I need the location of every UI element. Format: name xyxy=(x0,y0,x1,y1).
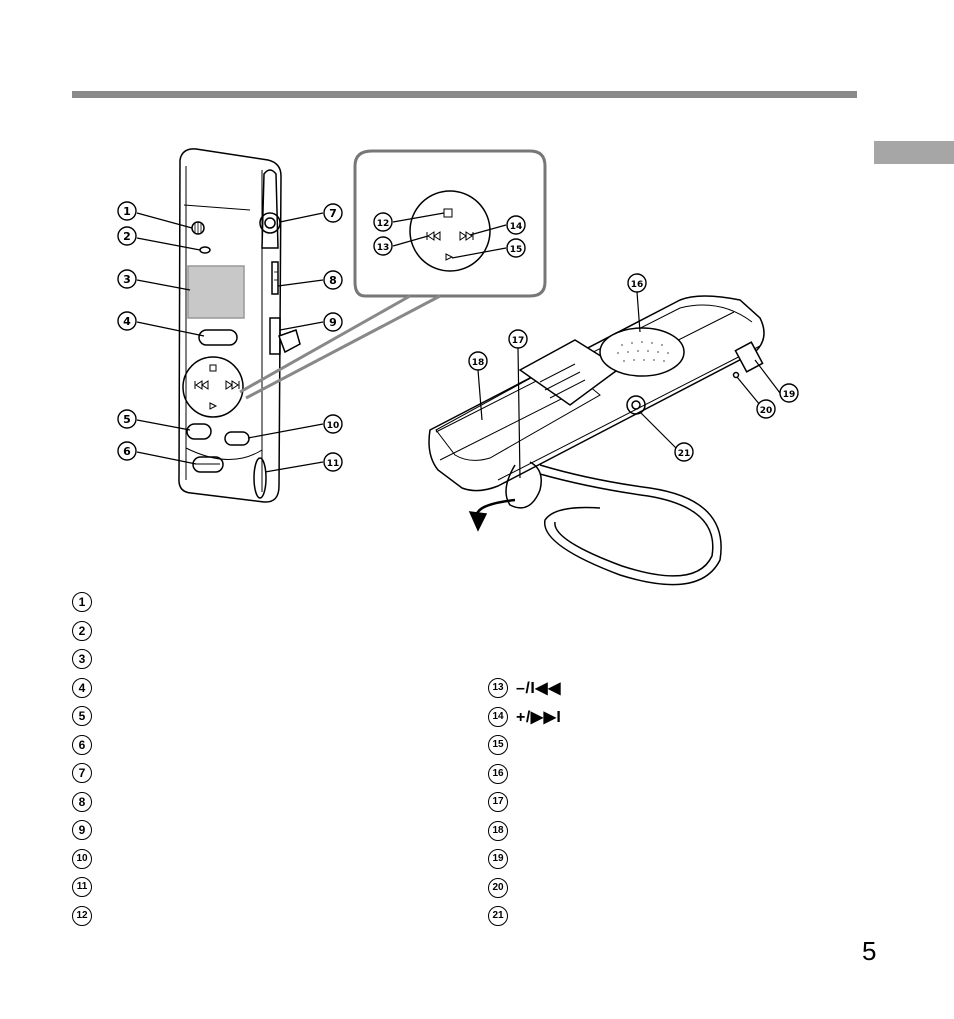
legend-number: 1 xyxy=(72,592,92,613)
callout-4: 4 xyxy=(123,315,131,328)
legend-item-21: 21 xyxy=(488,902,561,931)
legend-number: 12 xyxy=(72,905,92,926)
legend-number: 19 xyxy=(488,849,508,870)
legend-number: 16 xyxy=(488,763,508,784)
callout-8: 8 xyxy=(329,274,337,287)
callout-16: 16 xyxy=(631,280,644,290)
leader-lines xyxy=(136,212,781,479)
legend-item-16: 16 xyxy=(488,760,561,789)
callout-17: 17 xyxy=(512,336,525,346)
legend-item-11: 11 xyxy=(72,873,100,902)
callout-3: 3 xyxy=(123,273,131,286)
callout-19: 19 xyxy=(783,390,796,400)
legend-item-15: 15 xyxy=(488,731,561,760)
callout-12: 12 xyxy=(377,219,390,229)
legend-number: 18 xyxy=(488,820,508,841)
recorder-back-view xyxy=(428,295,765,586)
legend-item-13: 13 –/I◀◀ xyxy=(488,674,561,703)
legend-right-column: 13 –/I◀◀ 14 +/▶▶I 15 16 17 18 19 20 21 xyxy=(488,674,561,931)
legend-number: 6 xyxy=(72,734,92,755)
callout-9: 9 xyxy=(329,316,337,329)
callout-circles xyxy=(117,201,799,472)
legend-item-3: 3 xyxy=(72,645,100,674)
legend-item-12: 12 xyxy=(72,902,100,931)
legend-number: 11 xyxy=(72,877,92,898)
legend-label: –/I◀◀ xyxy=(516,680,561,698)
callout-15: 15 xyxy=(510,245,523,255)
callout-18: 18 xyxy=(472,358,485,368)
callout-21: 21 xyxy=(678,449,691,459)
callout-13: 13 xyxy=(377,243,390,253)
callout-5: 5 xyxy=(123,413,131,426)
legend-label: +/▶▶I xyxy=(516,708,562,726)
top-rule xyxy=(72,91,857,98)
legend-number: 2 xyxy=(72,620,92,641)
legend-number: 7 xyxy=(72,763,92,784)
legend-number: 15 xyxy=(488,735,508,756)
recorder-illustration: 1 2 3 4 5 6 7 8 9 10 11 12 13 14 15 16 1… xyxy=(117,148,799,586)
legend-item-10: 10 xyxy=(72,845,100,874)
callout-6: 6 xyxy=(123,445,131,458)
legend-item-1: 1 xyxy=(72,588,100,617)
legend-number: 9 xyxy=(72,820,92,841)
callout-2: 2 xyxy=(123,230,131,243)
legend-item-19: 19 xyxy=(488,845,561,874)
callout-10: 10 xyxy=(327,421,340,431)
dial-zoom-inset xyxy=(239,149,547,400)
legend-number: 21 xyxy=(488,906,508,927)
legend-item-8: 8 xyxy=(72,788,100,817)
callout-11: 11 xyxy=(327,459,340,469)
legend-item-14: 14 +/▶▶I xyxy=(488,703,561,732)
legend-item-9: 9 xyxy=(72,816,100,845)
recorder-front-view xyxy=(178,148,301,503)
callout-14: 14 xyxy=(510,222,523,232)
legend-number: 20 xyxy=(488,877,508,898)
legend-number: 14 xyxy=(488,706,508,727)
section-tab xyxy=(874,141,954,164)
legend-number: 10 xyxy=(72,848,92,869)
legend-item-20: 20 xyxy=(488,874,561,903)
legend-number: 13 xyxy=(488,678,508,699)
callout-1: 1 xyxy=(123,205,131,218)
legend-number: 3 xyxy=(72,649,92,670)
legend-number: 4 xyxy=(72,677,92,698)
legend-item-5: 5 xyxy=(72,702,100,731)
legend-number: 8 xyxy=(72,791,92,812)
legend-item-18: 18 xyxy=(488,817,561,846)
callout-7: 7 xyxy=(329,207,337,220)
legend-left-column: 1 2 3 4 5 6 7 8 9 10 11 12 xyxy=(72,588,100,930)
callout-20: 20 xyxy=(760,406,773,416)
legend-number: 17 xyxy=(488,792,508,813)
legend-item-4: 4 xyxy=(72,674,100,703)
legend-item-17: 17 xyxy=(488,788,561,817)
legend-item-6: 6 xyxy=(72,731,100,760)
legend-item-7: 7 xyxy=(72,759,100,788)
legend-number: 5 xyxy=(72,706,92,727)
legend-item-2: 2 xyxy=(72,617,100,646)
page-number: 5 xyxy=(862,936,877,966)
